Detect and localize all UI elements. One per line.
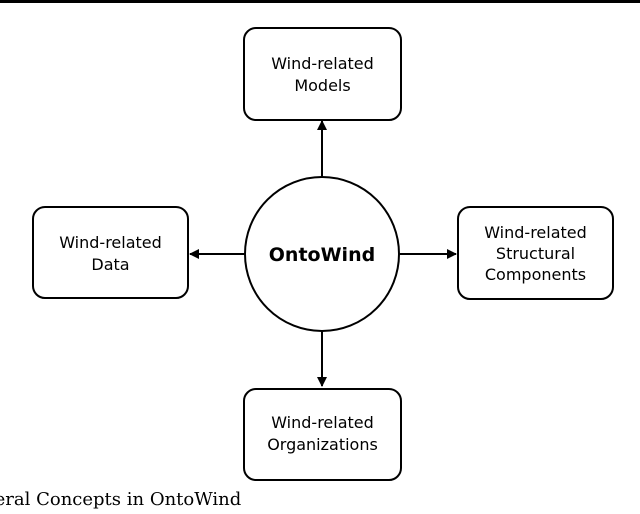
node-data-line-2: Data bbox=[91, 255, 129, 274]
node-organizations-line-2: Organizations bbox=[267, 435, 378, 454]
node-structural-components-line-2: Structural bbox=[496, 244, 575, 263]
node-structural-components-line-3: Components bbox=[485, 265, 586, 284]
node-structural-components-box bbox=[457, 206, 614, 300]
center-circle bbox=[244, 176, 400, 332]
node-data-line-1: Wind-related bbox=[59, 233, 162, 252]
node-models: Wind-related Models bbox=[243, 27, 402, 121]
node-models-line-2: Models bbox=[294, 76, 350, 95]
node-models-box bbox=[243, 27, 402, 121]
node-organizations: Wind-related Organizations bbox=[243, 388, 402, 481]
node-data-box bbox=[32, 206, 189, 299]
node-organizations-line-1: Wind-related bbox=[271, 413, 374, 432]
top-rule bbox=[0, 0, 640, 3]
node-organizations-box bbox=[243, 388, 402, 481]
center-label: OntoWind bbox=[269, 244, 375, 266]
center-node: OntoWind bbox=[244, 176, 400, 332]
figure-caption-text: General Concepts in OntoWind bbox=[0, 489, 242, 510]
node-models-line-1: Wind-related bbox=[271, 54, 374, 73]
node-structural-components: Wind-related Structural Components bbox=[457, 206, 614, 300]
figure-caption: General Concepts in OntoWind bbox=[0, 489, 640, 514]
node-structural-components-line-1: Wind-related bbox=[484, 223, 587, 242]
node-data: Wind-related Data bbox=[32, 206, 189, 299]
